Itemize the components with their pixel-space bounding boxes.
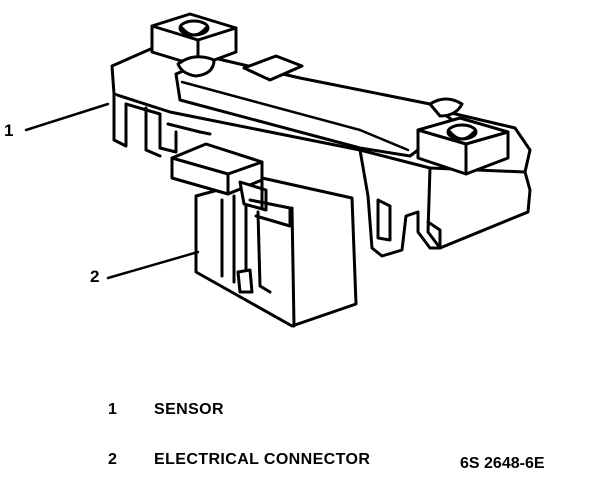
callout-number-2: 2 xyxy=(90,267,100,286)
mounting-ear-left xyxy=(150,12,238,78)
electrical-connector xyxy=(170,142,358,328)
figure-code: 6S 2648-6E xyxy=(460,455,545,472)
leader-line-2 xyxy=(106,250,200,280)
leader-line-1 xyxy=(24,102,110,132)
legend-number-2: 2 xyxy=(108,451,117,468)
sensor-window xyxy=(242,54,304,82)
legend-label-electrical-connector: ELECTRICAL CONNECTOR xyxy=(154,451,371,468)
mounting-ear-right xyxy=(416,97,510,176)
legend-number-1: 1 xyxy=(108,401,117,418)
callout-number-1: 1 xyxy=(4,121,14,140)
legend-label-sensor: SENSOR xyxy=(154,401,224,418)
